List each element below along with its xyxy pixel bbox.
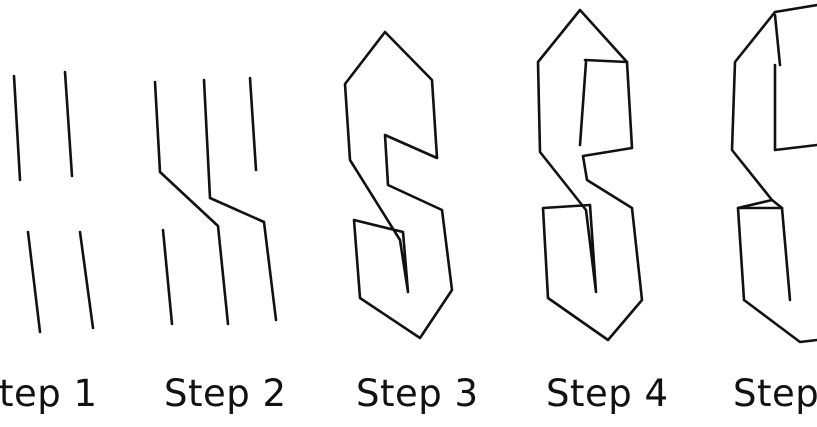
step-5-facet <box>770 198 792 302</box>
step-2-drawing <box>153 76 278 326</box>
step-2-label: Step 2 <box>164 372 287 415</box>
step-2-stroke <box>153 80 230 326</box>
step-3-label: Step 3 <box>356 372 479 415</box>
step-4-facet <box>583 58 629 64</box>
step-5-facet <box>773 13 782 67</box>
step-3-drawing <box>343 30 454 340</box>
step-1-line <box>78 230 95 330</box>
step-4-facet <box>578 60 588 147</box>
step-2-stroke <box>202 78 278 322</box>
step-2-stroke <box>248 76 258 172</box>
step-5-facet <box>773 63 817 152</box>
step-1-line <box>63 70 74 178</box>
step-4-drawing <box>536 8 644 342</box>
step-5-label: Step 5 <box>733 372 817 415</box>
step-4-outline <box>536 8 644 342</box>
step-2-stroke <box>161 228 174 326</box>
step-1-drawing <box>12 70 95 334</box>
step-1-line <box>26 230 42 334</box>
step-1-line <box>12 74 22 182</box>
step-4-label: Step 4 <box>546 372 669 415</box>
step-5-drawing <box>730 3 817 344</box>
step-3-outline <box>343 30 454 340</box>
step-5-outline <box>730 3 817 344</box>
step-1-label: Step 1 <box>0 372 98 415</box>
